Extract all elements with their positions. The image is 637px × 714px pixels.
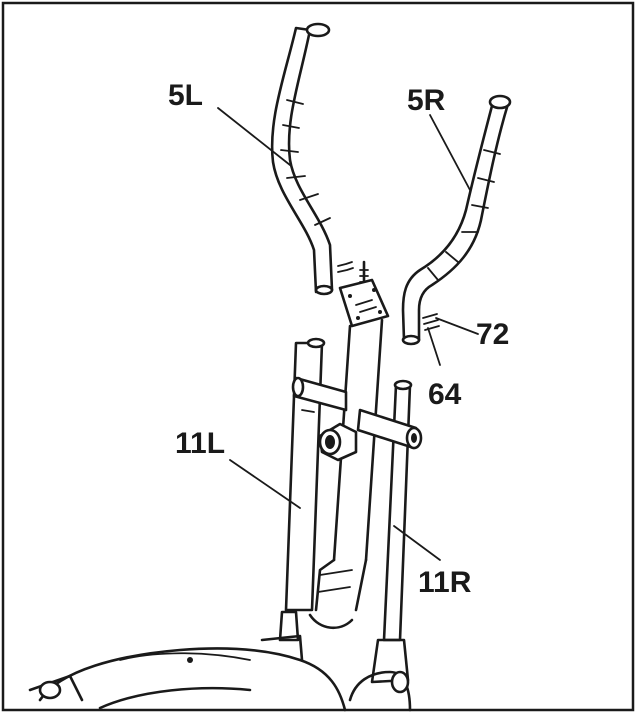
handlebar-right bbox=[401, 94, 512, 346]
leader-72 bbox=[435, 317, 479, 335]
leader-11r bbox=[393, 525, 441, 561]
leader-64 bbox=[427, 327, 441, 366]
label-5r: 5R bbox=[407, 84, 446, 117]
mounting-plate bbox=[338, 278, 390, 328]
adjustment-knob bbox=[318, 422, 358, 462]
label-11r: 11R bbox=[418, 566, 472, 599]
leader-5l bbox=[217, 107, 291, 166]
leader-5r bbox=[429, 114, 471, 191]
base-frame bbox=[28, 634, 412, 712]
lower-arm-right bbox=[356, 379, 423, 684]
label-11l: 11L bbox=[175, 427, 225, 460]
leader-11l bbox=[229, 459, 301, 509]
leader-lines bbox=[217, 107, 479, 561]
label-64: 64 bbox=[428, 378, 462, 411]
label-5l: 5L bbox=[168, 79, 203, 112]
lower-arm-left bbox=[278, 337, 348, 642]
label-72: 72 bbox=[476, 318, 509, 351]
handlebar-left bbox=[270, 22, 334, 296]
screw-group-64 bbox=[422, 313, 440, 331]
